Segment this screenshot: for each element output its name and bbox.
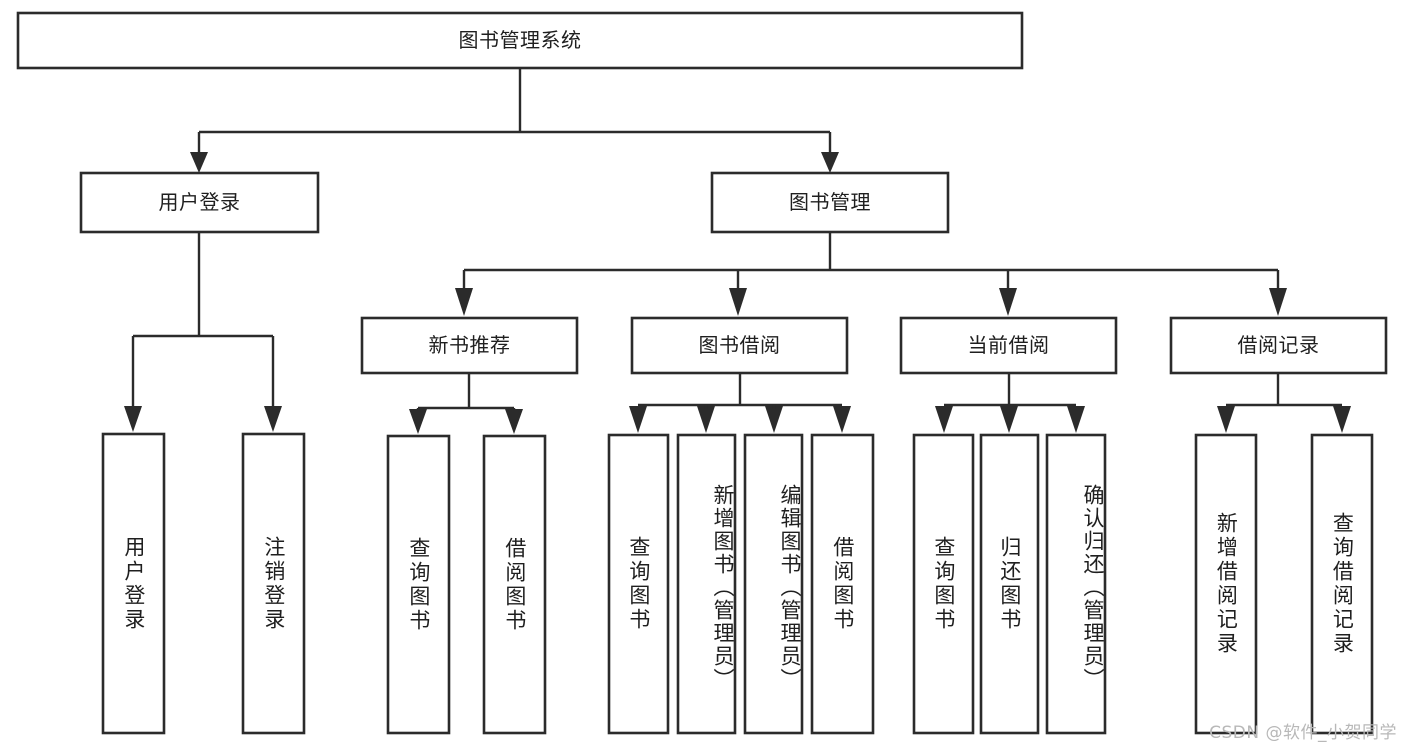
arrowhead-currentborrow-leaf-1 [935, 406, 953, 433]
node-leaf-bb-edit-box[interactable] [743, 433, 804, 735]
arrowhead-current-borrow [999, 288, 1017, 316]
arrowhead-leaf-user-login [124, 406, 142, 432]
node-root-box[interactable] [16, 11, 1024, 70]
node-book-borrow-box[interactable] [630, 316, 849, 375]
node-book-manage-box[interactable] [710, 171, 950, 234]
arrowhead-book-borrow [729, 288, 747, 316]
node-leaf-cb-return-box[interactable] [979, 433, 1040, 735]
node-leaf-user-login-box[interactable] [101, 432, 166, 735]
node-leaf-br-query-box[interactable] [1310, 433, 1374, 735]
node-leaf-nb-query-box[interactable] [386, 434, 451, 735]
arrowhead-newbook-leaf-2 [505, 409, 523, 434]
node-leaf-bb-borrow-box[interactable] [810, 433, 875, 735]
arrowhead-new-book [455, 288, 473, 316]
node-new-book-box[interactable] [360, 316, 579, 375]
node-leaf-br-add-box[interactable] [1194, 433, 1258, 735]
node-leaf-bb-add-box[interactable] [676, 433, 737, 735]
arrowhead-currentborrow-leaf-2 [1000, 406, 1018, 433]
arrowhead-currentborrow-leaf-3 [1067, 406, 1085, 433]
node-current-borrow-box[interactable] [899, 316, 1118, 375]
node-leaf-nb-borrow-box[interactable] [482, 434, 547, 735]
node-leaf-logout-box[interactable] [241, 432, 306, 735]
arrowhead-borrowrecord-leaf-1 [1217, 406, 1235, 433]
arrowhead-bookborrow-leaf-3 [765, 406, 783, 433]
arrowhead-borrowrecord-leaf-2 [1333, 406, 1351, 433]
arrowhead-borrow-record [1269, 288, 1287, 316]
arrowhead-bookborrow-leaf-2 [697, 406, 715, 433]
arrowhead-bookborrow-leaf-1 [629, 406, 647, 433]
arrowhead-leaf-logout [264, 406, 282, 432]
node-leaf-cb-confirm-box[interactable] [1045, 433, 1107, 735]
arrowhead-book-manage [821, 152, 839, 173]
arrowhead-newbook-leaf-1 [409, 409, 427, 434]
arrowhead-user-login [190, 152, 208, 173]
watermark-text: CSDN @软件_小贺同学 [1209, 723, 1397, 743]
node-borrow-record-box[interactable] [1169, 316, 1388, 375]
node-leaf-bb-query-box[interactable] [607, 433, 670, 735]
arrowhead-bookborrow-leaf-4 [833, 406, 851, 433]
node-leaf-cb-query-box[interactable] [912, 433, 975, 735]
node-user-login-box[interactable] [79, 171, 320, 234]
